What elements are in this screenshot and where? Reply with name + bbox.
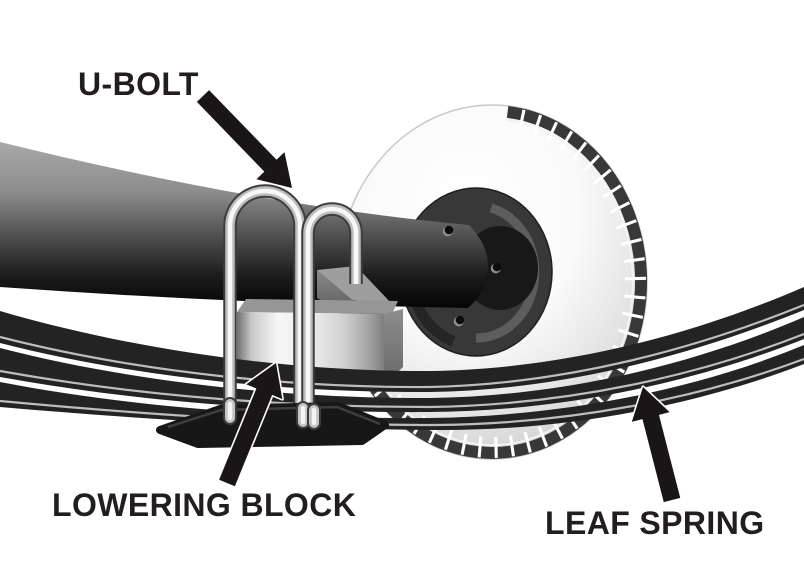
leaf-spring [0, 287, 804, 431]
lowering-block-arrow [217, 361, 284, 488]
leaf-spring-arrow [630, 385, 682, 504]
rotor-rim-band [357, 105, 647, 459]
leaf-2 [0, 317, 804, 413]
u-bolt-ends [223, 397, 321, 430]
plate-top-bevel [167, 405, 381, 429]
callout-arrows [195, 88, 682, 504]
lowering-block-label: LOWERING BLOCK [52, 487, 356, 523]
hub-bolt-holes [442, 225, 502, 327]
mounting-plate [156, 402, 389, 448]
u-bolt-front [223, 184, 307, 418]
leaf-1-highlight [0, 303, 804, 389]
u-bolt-label: U-BOLT [78, 66, 199, 102]
callout-labels: U-BOLT LOWERING BLOCK LEAF SPRING [52, 66, 765, 541]
u-bolt-arrow [195, 88, 294, 190]
leaf-3 [0, 345, 804, 431]
u-bolt-rear [301, 202, 363, 416]
leaf-spring-label: LEAF SPRING [545, 505, 765, 541]
leaf-3-highlight [0, 357, 804, 427]
leaf-2-highlight [0, 332, 804, 409]
block-right-face [384, 309, 403, 385]
block-top-face [237, 299, 398, 314]
axle-tube [0, 142, 488, 308]
wedge-top-face [317, 266, 392, 304]
